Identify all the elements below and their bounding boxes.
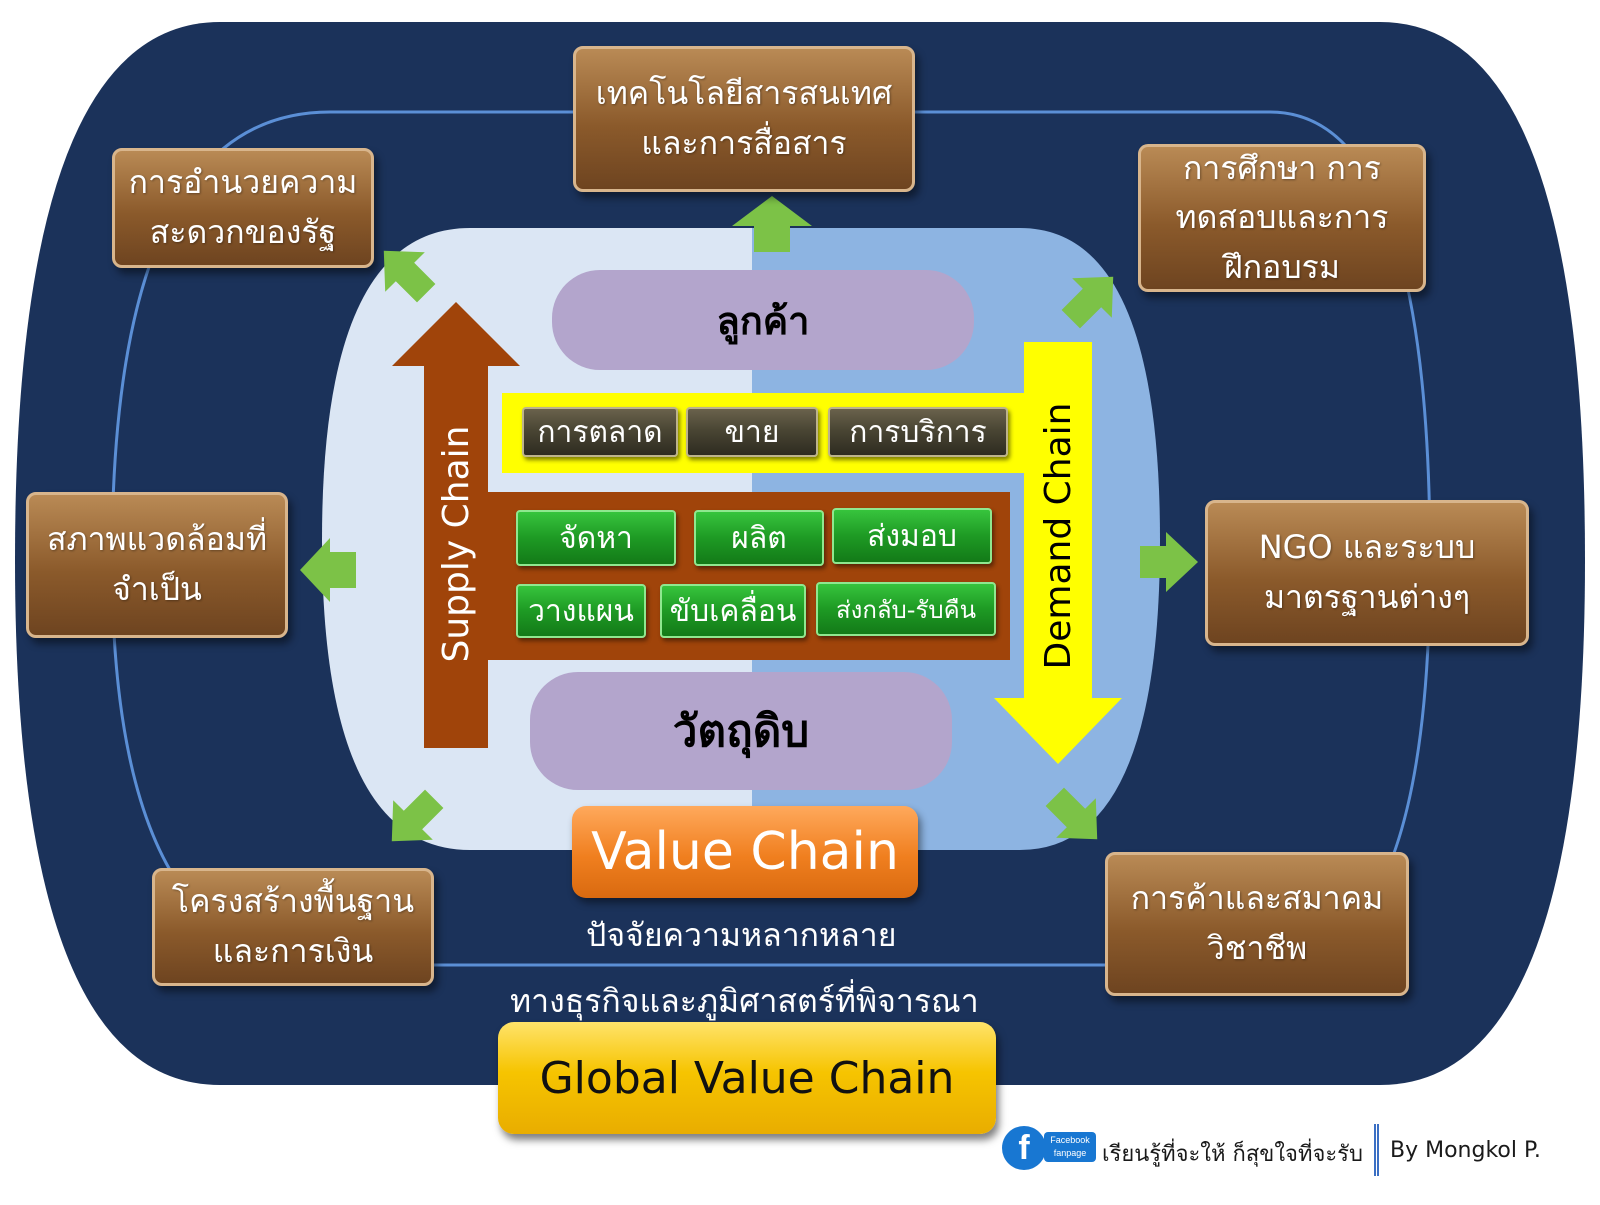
activity-sourcing: จัดหา [516,510,676,566]
activity-service: การบริการ [828,407,1008,457]
factor-ngo-standards: NGO และระบบ มาตรฐานต่างๆ [1205,500,1529,646]
factors-line2: ทางธุรกิจและภูมิศาสตร์ที่พิจารณา [510,982,979,1020]
supply-chain-label: Supply Chain [435,425,477,663]
factor-ict: เทคโนโลยีสารสนเทศ และการสื่อสาร [573,46,915,192]
factor-trade-associations: การค้าและสมาคม วิชาชีพ [1105,852,1409,996]
activity-planning: วางแผน [516,584,646,638]
arrow-up [732,196,812,252]
fanpage-badge: Facebook fanpage [1044,1132,1096,1162]
footer-author: By Mongkol P. [1390,1138,1541,1163]
activity-production: ผลิต [694,510,824,566]
activity-enabling: ขับเคลื่อน [660,584,806,638]
activity-marketing: การตลาด [522,407,678,457]
global-value-chain-box: Global Value Chain [498,1022,996,1134]
raw-material-pill: วัตถุดิบ [530,672,952,790]
footer-divider [1374,1124,1379,1176]
value-chain-box: Value Chain [572,806,918,898]
footer-slogan: เรียนรู้ที่จะให้ ก็สุขใจที่จะรับ [1102,1142,1363,1167]
facebook-icon: f [1002,1126,1046,1170]
activity-delivery: ส่งมอบ [832,508,992,564]
fb-label-2: fanpage [1053,1148,1087,1158]
factor-environment: สภาพแวดล้อมที่ จำเป็น [26,492,288,638]
arrow-right [1140,532,1198,592]
fb-label-1: Facebook [1050,1135,1090,1145]
arrow-up-right [1061,276,1114,329]
factor-infrastructure-finance: โครงสร้างพื้นฐาน และการเงิน [152,868,434,986]
factors-line1: ปัจจัยความหลากหลาย [586,916,897,954]
factor-government-facilitation: การอำนวยความ สะดวกของรัฐ [112,148,374,268]
demand-chain-label: Demand Chain [1037,402,1079,670]
arrow-left [300,538,356,602]
customer-pill: ลูกค้า [552,270,974,370]
connector-arrows [300,196,1198,842]
arrow-up-left [383,250,436,303]
activity-return: ส่งกลับ-รับคืน [816,582,996,636]
activity-sales: ขาย [686,407,818,457]
arrow-down-left [391,789,444,842]
factor-education-training: การศึกษา การ ทดสอบและการ ฝึกอบรม [1138,144,1426,292]
arrow-down-right [1045,787,1098,840]
